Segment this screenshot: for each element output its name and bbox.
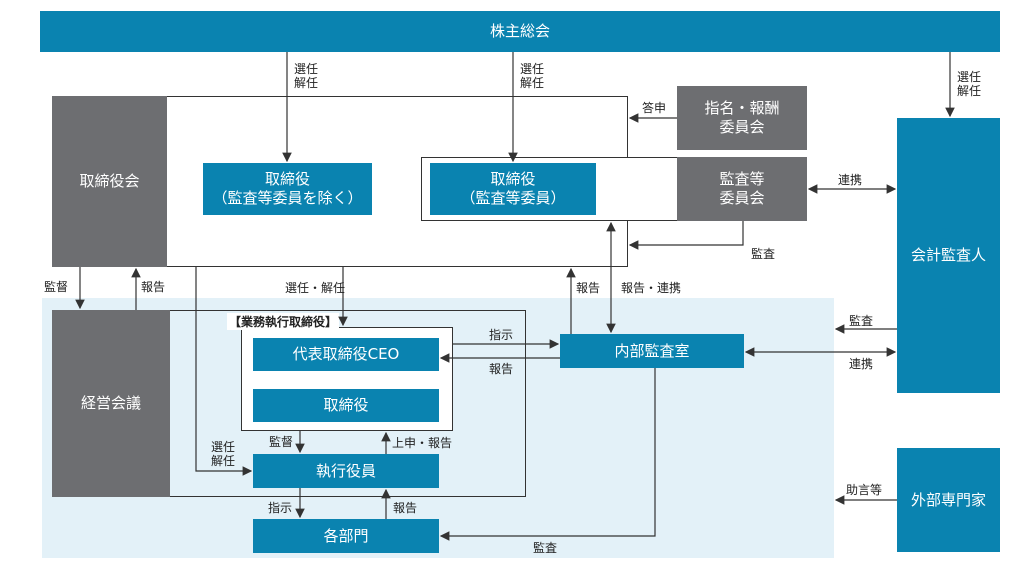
audit-label-3: 監査 [533, 541, 558, 555]
board-label: 取締役会 [79, 172, 140, 191]
instruction-label-1: 指示 [489, 328, 514, 342]
nomination-committee-box: 指名・報酬 委員会 [677, 86, 807, 150]
external-experts-box: 外部専門家 [897, 448, 1000, 552]
shareholders-label: 株主総会 [489, 22, 550, 41]
management-meeting-label: 経営会議 [80, 394, 141, 413]
ceo-box: 代表取締役CEO [253, 338, 439, 371]
elect-dismiss-label-1: 選任 解任 [294, 62, 319, 91]
nomination-committee-label: 指名・報酬 委員会 [704, 99, 780, 136]
accounting-auditor-label: 会計監査人 [910, 246, 986, 265]
elect-dismiss-label-2: 選任 解任 [520, 62, 545, 91]
cooperation-label-1: 連携 [838, 173, 863, 187]
audit-label-1: 監査 [751, 247, 776, 261]
accounting-auditor-box: 会計監査人 [897, 118, 1000, 393]
elect-dismiss-label-4: 選任 解任 [211, 440, 236, 469]
shareholders-box: 株主総会 [40, 11, 1000, 52]
director-box: 取締役 [253, 389, 439, 422]
supervise-label-2: 監督 [269, 435, 294, 449]
elect-dismiss-label-3: 選任 解任 [957, 70, 982, 99]
instruction-label-2: 指示 [268, 501, 293, 515]
audit-committee-box: 監査等 委員会 [677, 157, 807, 221]
report-label-1: 報告 [141, 280, 166, 294]
cooperation-label-2: 連携 [849, 357, 874, 371]
internal-audit-label: 内部監査室 [614, 341, 690, 360]
supervise-label-1: 監督 [44, 280, 69, 294]
internal-audit-box: 内部監査室 [560, 334, 744, 368]
audit-committee-label: 監査等 委員会 [719, 170, 765, 207]
directors-audit-label: 取締役 （監査等委員） [460, 170, 566, 207]
directors-audit-box: 取締役 （監査等委員） [430, 163, 596, 215]
advice-label: 助言等 [846, 483, 883, 497]
executive-officers-label: 執行役員 [315, 461, 376, 480]
exec-directors-title: 【業務執行取締役】 [227, 313, 340, 330]
external-experts-label: 外部専門家 [910, 490, 986, 509]
ceo-label: 代表取締役CEO [292, 345, 400, 364]
audit-label-2: 監査 [849, 314, 874, 328]
board-box: 取締役会 [52, 96, 167, 267]
report-label-2: 報告 [576, 281, 601, 295]
report-label-4: 報告 [393, 501, 418, 515]
departments-label: 各部門 [323, 526, 369, 545]
directors-excl-label: 取締役 （監査等委員を除く） [212, 170, 363, 207]
report-cooperation-label: 報告・連携 [621, 281, 682, 295]
report-up-label: 上申・報告 [392, 436, 453, 450]
management-meeting-box: 経営会議 [52, 310, 170, 497]
executive-officers-box: 執行役員 [253, 454, 439, 488]
elect-dismiss-inline-label: 選任・解任 [285, 281, 346, 295]
report-label-3: 報告 [489, 362, 514, 376]
departments-box: 各部門 [253, 519, 439, 553]
director-label: 取締役 [323, 396, 369, 415]
report-answer-label: 答申 [642, 101, 667, 115]
directors-excl-box: 取締役 （監査等委員を除く） [203, 163, 372, 215]
